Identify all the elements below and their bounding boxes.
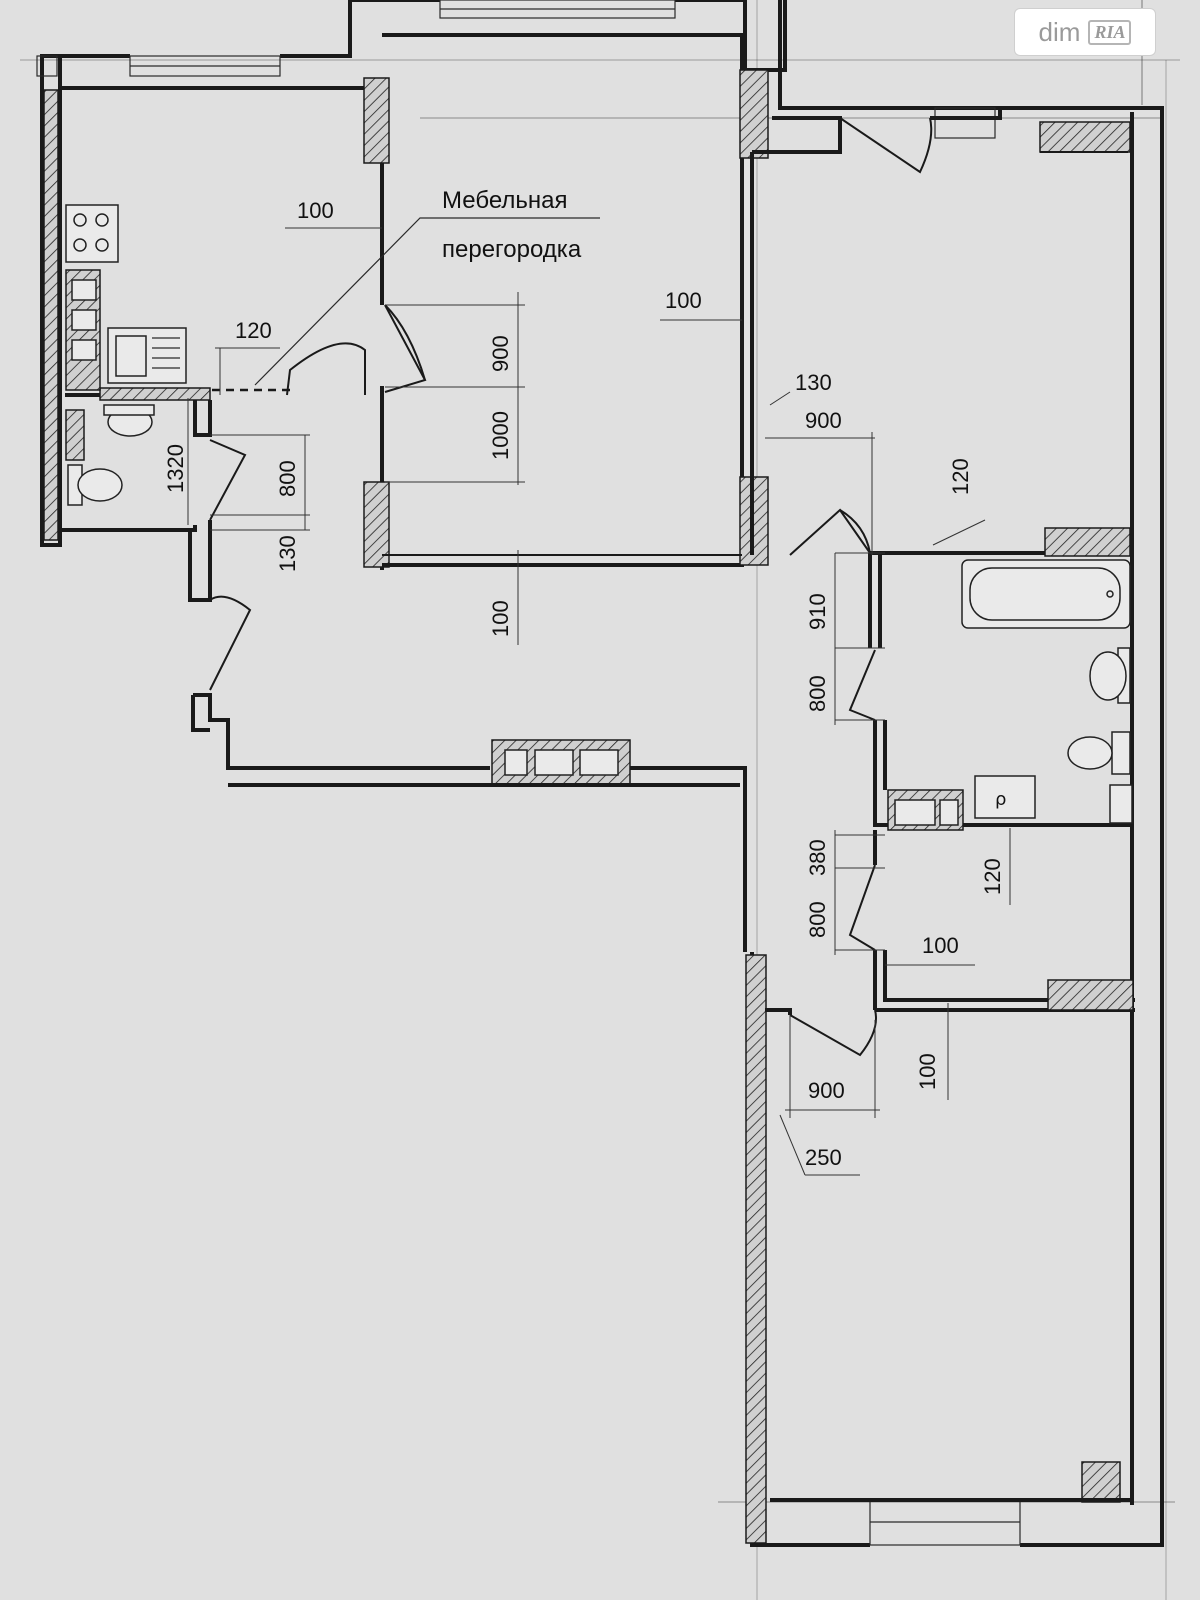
dim-bath-large-door: 800 xyxy=(805,675,830,712)
toilet-icon-large xyxy=(1067,731,1133,824)
doors[interactable] xyxy=(209,117,933,1057)
dimension-lines xyxy=(187,227,1011,1176)
bathtub-icon xyxy=(961,559,1131,629)
dim-bath-small-door: 800 xyxy=(275,460,300,497)
dim-wc-door: 800 xyxy=(805,901,830,938)
dim-wc-offset: 380 xyxy=(805,839,830,876)
right-room-walls xyxy=(750,108,1131,555)
door-entrance xyxy=(209,595,252,691)
dim-bath-small-width: 1320 xyxy=(163,444,188,493)
washbasin-icon xyxy=(103,404,155,437)
dim-bottom-room-wall: 100 xyxy=(915,1053,940,1090)
dim-room-door-upper: 900 xyxy=(488,335,513,372)
dim-right-room-offset: 130 xyxy=(795,370,832,395)
dim-wc-partition: 120 xyxy=(980,858,1005,895)
windows xyxy=(36,0,1021,1546)
door-balcony xyxy=(839,117,933,174)
dim-room-right-wall: 100 xyxy=(665,288,702,313)
washbasin-icon-large xyxy=(1089,647,1131,704)
dim-kitchen-wall: 100 xyxy=(297,198,334,223)
partition-leader xyxy=(254,217,600,386)
door-wc xyxy=(848,864,876,951)
dimria-watermark: dim RIA xyxy=(1014,8,1156,56)
watermark-brand-right: RIA xyxy=(1088,19,1132,45)
small-bath-wall-hatch xyxy=(65,409,85,461)
dim-bottom-room-offset: 250 xyxy=(805,1145,842,1170)
dim-right-room-door: 900 xyxy=(805,408,842,433)
furniture-partition-label-2: перегородка xyxy=(442,236,582,263)
dim-right-room-partition: 120 xyxy=(948,458,973,495)
dim-hall-wall: 100 xyxy=(488,600,513,637)
door-small-bathroom xyxy=(209,439,247,521)
bottom-room xyxy=(765,1008,1132,1503)
large-bathroom: ρ xyxy=(868,527,1132,831)
dim-wc-wall: 100 xyxy=(922,933,959,958)
riser-icon: ρ xyxy=(995,789,1006,810)
sink-icon xyxy=(107,327,187,384)
door-bottom-room xyxy=(789,1009,877,1057)
dim-bath-large-offset: 910 xyxy=(805,593,830,630)
kitchen-walls xyxy=(60,77,390,570)
dim-bath-small-offset: 130 xyxy=(275,535,300,572)
small-bathroom xyxy=(65,387,212,602)
hallway-walls xyxy=(191,693,747,935)
dim-kitchen-partition: 120 xyxy=(235,318,272,343)
dim-bottom-room-door: 900 xyxy=(808,1078,845,1103)
watermark-brand-left: dim xyxy=(1038,16,1081,47)
furniture-partition-label-1: Мебельная xyxy=(442,187,567,214)
door-bathroom xyxy=(848,649,876,721)
kitchen-cabinets xyxy=(65,269,101,391)
dim-room-door-lower: 1000 xyxy=(488,411,513,460)
door-kitchen xyxy=(286,342,366,396)
toilet-icon xyxy=(67,464,123,506)
wc-room xyxy=(873,830,1135,1012)
stove-icon xyxy=(65,204,119,263)
exterior-walls xyxy=(40,0,1164,1547)
